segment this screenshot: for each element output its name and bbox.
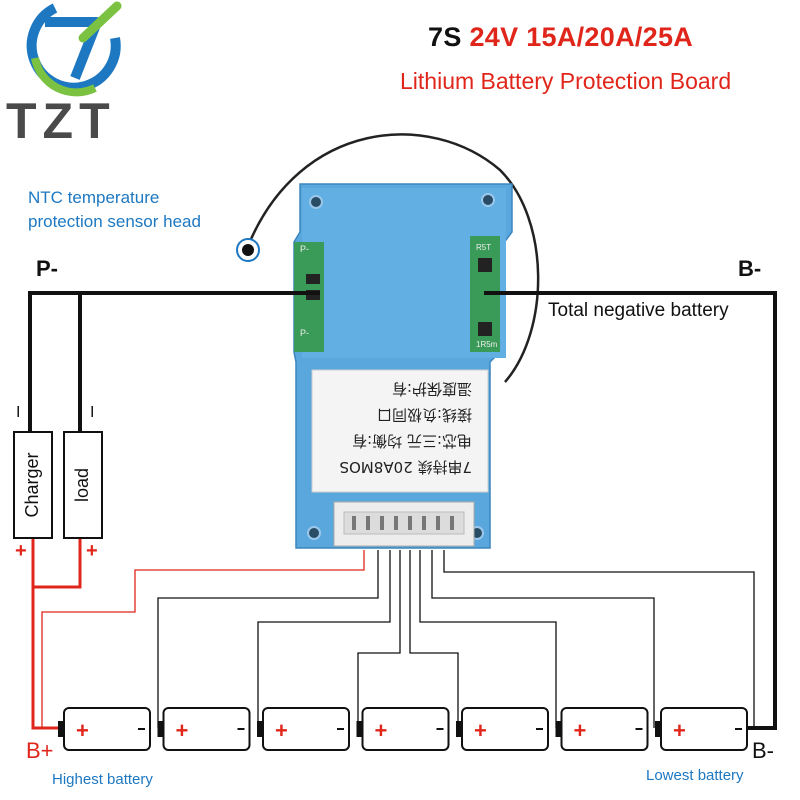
battery-plus-mark: + [76,718,89,743]
battery-plus-mark: + [673,718,686,743]
battery-cell-icon: + [356,707,450,751]
load-box [63,431,103,539]
battery-cell-icon: + [157,707,251,751]
battery-plus-mark: + [176,718,189,743]
subtitle: Lithium Battery Protection Board [400,68,732,94]
load-minus-sign: I [90,404,95,421]
charger-positive-wire [31,538,62,730]
battery-plus-mark: + [574,718,587,743]
sense-wire-5 [419,550,557,728]
silk-p-minus: P- [300,244,309,254]
charger-box [13,431,53,539]
logo-text: TZT [6,93,116,149]
silk-p-minus-2: P- [300,328,309,338]
battery-plus-mark: + [474,718,487,743]
charger-plus-sign: + [15,540,27,562]
b-minus-bus [484,291,777,730]
title-voltage: 24V [469,22,519,52]
tzt-logo-icon [26,1,122,97]
title-line: 7S 24V 15A/20A/25A [428,22,693,53]
ntc-label-line-2: protection sensor head [28,212,201,231]
battery-string: + + + + + + + [58,707,748,751]
battery-cell-icon: + [58,707,151,751]
highest-battery-label: Highest battery [52,771,153,788]
b-plus-label: B+ [26,738,54,763]
battery-cell-icon: + [555,707,649,751]
sense-wire-7 [443,550,755,728]
ntc-label-line-1: NTC temperature [28,188,160,207]
sticker-line-1: 7串持续 20A8MOS [340,458,472,476]
charger-minus-sign: I [16,404,21,421]
p-minus-bus [28,291,320,432]
battery-cell-icon: + [456,707,549,751]
load-label: load [72,468,92,502]
sticker-line-4: 温度保护:有 [392,380,472,398]
battery-plus-mark: + [375,718,388,743]
sense-wire-1 [157,550,379,728]
battery-cell-icon: + [655,707,748,751]
load-positive-wire [33,538,82,589]
total-negative-label: Total negative battery [548,300,729,321]
ntc-cable [246,133,540,383]
sense-wire-6 [431,550,655,728]
sense-wire-4 [409,550,459,728]
sense-wire-highest [41,550,365,728]
sense-wire-2 [257,550,391,728]
battery-cell-icon: + [257,707,350,751]
silk-resistor-1: R5T [476,243,491,252]
b-minus-top-label: B- [738,256,762,281]
title-currents: 15A/20A/25A [526,22,694,52]
silk-resistor-2: 1R5m [476,340,498,349]
b-minus-bottom-label: B- [752,738,774,763]
load-plus-sign: + [86,540,98,562]
charger-label: Charger [22,452,42,517]
sense-wire-3 [357,550,401,728]
title-model: 7S [428,22,462,52]
p-minus-label: P- [36,256,58,281]
sticker-line-2: 电芯:三元 均衡:有 [352,432,472,450]
protection-board: P- P- R5T 1R5m 7串持续 20A8MOS 电芯:三元 均衡:有 接… [293,183,513,549]
battery-plus-mark: + [275,718,288,743]
sticker-line-3: 接线:负极同口 [377,406,472,424]
lowest-battery-label: Lowest battery [646,767,744,784]
